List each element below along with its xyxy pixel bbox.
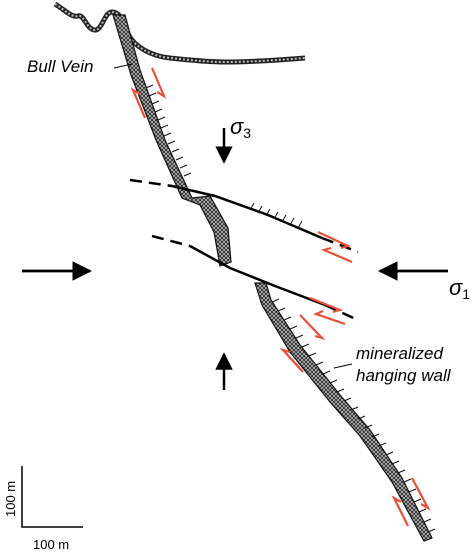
mineralized-label: mineralized (356, 344, 443, 363)
lower-fault-dashed-end-left (151, 234, 191, 248)
lower-fault-dashed-end-right (324, 303, 359, 322)
scale-bar (21, 466, 83, 528)
hanging-wall-label: hanging wall (356, 366, 451, 385)
hanging-wall-leader-line (333, 363, 353, 369)
sigma1-symbol: σ (449, 275, 463, 300)
upper-fault-ticks (249, 202, 303, 229)
bull-vein-lower-segment (254, 282, 433, 542)
shear-sense-arrows (130, 67, 431, 527)
upper-fault-line (171, 184, 323, 240)
bull-vein-upper-segment (112, 14, 232, 267)
shear-arrow-upper-fault-a (317, 231, 352, 250)
scale-bar-vertical-label: 100 m (3, 480, 18, 517)
shear-arrow-vein-lower-a (299, 314, 326, 341)
shear-arrow-lower-fault-b (312, 309, 346, 326)
shear-arrow-lower-fault-a (309, 296, 344, 314)
surface-topography-hatch (54, 3, 306, 64)
shear-arrow-upper-fault-b (320, 246, 353, 264)
sigma1-label: σ1 (449, 275, 470, 302)
hanging-wall-ticks-lower (271, 298, 436, 533)
sigma3-symbol: σ (230, 114, 244, 139)
scale-bar-horizontal-label: 100 m (33, 537, 70, 552)
bull-vein-leader-line (113, 63, 133, 69)
shear-arrow-vein-upper-b (130, 87, 147, 119)
sigma3-subscript: 3 (243, 125, 252, 141)
shear-arrow-vein-lower-b (279, 347, 304, 373)
shear-arrow-vein-upper-a (150, 67, 167, 99)
bull-vein-label: Bull Vein (27, 57, 94, 76)
hanging-wall-ticks-upper (145, 84, 192, 177)
sigma1-subscript: 1 (462, 286, 471, 302)
shear-arrow-vein-bottom-a (411, 477, 431, 511)
upper-fault-dashed-end-left (129, 178, 173, 188)
upper-fault-dashed-end-right (321, 236, 359, 254)
lower-fault-line (189, 244, 326, 307)
sigma3-label: σ3 (230, 114, 251, 141)
shear-arrow-vein-bottom-b (391, 495, 409, 527)
surface-topography-line (53, 1, 306, 65)
